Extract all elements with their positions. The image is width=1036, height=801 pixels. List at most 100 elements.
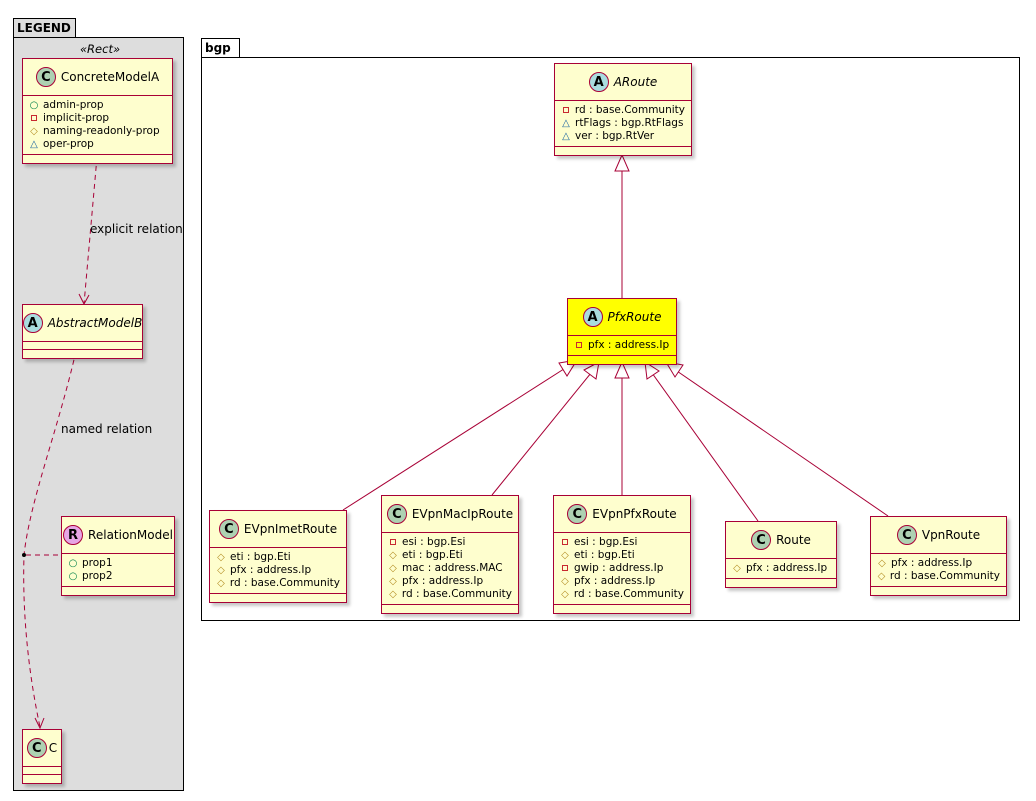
bgp-title: bgp (205, 41, 231, 55)
private-visibility-icon (574, 339, 584, 352)
attribute-text: mac : address.MAC (402, 562, 503, 574)
class-concrete-model-a[interactable]: C ConcreteModelA ○admin-prop implicit-pr… (22, 58, 173, 164)
private-visibility-icon (560, 536, 570, 549)
class-methods (554, 605, 690, 613)
attribute-row: esi : bgp.Esi (560, 536, 684, 549)
attribute-text: eti : bgp.Eti (402, 549, 463, 561)
protected-visibility-icon: ◇ (561, 589, 569, 600)
class-name: EVpnPfxRoute (592, 507, 677, 521)
abstract-a-icon: A (22, 313, 43, 333)
class-methods (871, 587, 1006, 595)
attribute-row: ◇mac : address.MAC (388, 562, 512, 575)
protected-visibility-icon: ◇ (877, 571, 886, 582)
protected-visibility-icon: ◇ (30, 126, 38, 137)
class-header: R RelationModel (62, 517, 174, 554)
class-name: PfxRoute (607, 310, 662, 324)
class-vpnroute[interactable]: C VpnRoute ◇pfx : address.Ip ◇rd : base.… (870, 516, 1007, 596)
private-visibility-icon (29, 112, 39, 125)
attribute-row: △oper-prop (29, 138, 166, 151)
public-visibility-icon: ○ (68, 571, 78, 582)
class-header: C EVpnMacIpRoute (382, 496, 518, 533)
attribute-text: ver : bgp.RtVer (575, 130, 655, 142)
class-methods (568, 356, 676, 364)
attribute-row: ◇pfx : address.Ip (216, 564, 340, 577)
class-relation-model[interactable]: R RelationModel ○prop1 ○prop2 (61, 516, 175, 596)
attribute-row: ◇pfx : address.Ip (877, 557, 1000, 570)
class-name: RelationModel (88, 528, 173, 542)
attribute-row: △ver : bgp.RtVer (561, 130, 685, 143)
abstract-a-icon: A (588, 72, 609, 92)
attribute-row: △rtFlags : bgp.RtFlags (561, 117, 685, 130)
attribute-row: pfx : address.Ip (574, 339, 670, 352)
evpnpfx-extends-pfxroute-arrowhead (614, 360, 630, 379)
attribute-row: ◇ rd : base.Community (560, 588, 684, 601)
class-header: A PfxRoute (568, 299, 676, 336)
class-name: C (48, 741, 58, 755)
attribute-row: ◇eti : bgp.Eti (388, 549, 512, 562)
class-attributes (23, 342, 142, 350)
class-evpnimetroute[interactable]: C EVpnImetRoute ◇eti : bgp.Eti ◇pfx : ad… (209, 510, 347, 603)
relation-r-icon: R (63, 525, 84, 545)
attribute-row: esi : bgp.Esi (388, 536, 512, 549)
class-name: Route (776, 533, 811, 547)
explicit-relation-line (83, 156, 98, 305)
attribute-text: pfx : address.Ip (891, 557, 973, 569)
class-attributes: ○prop1 ○prop2 (62, 554, 174, 587)
class-methods (23, 350, 142, 358)
class-methods (62, 587, 174, 595)
class-aroute[interactable]: A ARoute rd : base.Community △rtFlags : … (554, 63, 692, 156)
attribute-row: ◇rd : base.Community (877, 570, 1000, 583)
class-attributes: rd : base.Community △rtFlags : bgp.RtFla… (555, 101, 691, 147)
class-attributes: pfx : address.Ip (568, 336, 676, 356)
private-visibility-icon (560, 562, 570, 575)
class-c-icon: C (218, 519, 239, 539)
evpnmacip-extends-pfxroute-line (491, 372, 592, 496)
class-attributes: esi : bgp.Esi ◇eti : bgp.Eti gwip : addr… (554, 533, 690, 605)
protected-visibility-icon: ◇ (217, 578, 225, 589)
evpnmacip-extends-pfxroute-arrowhead (583, 361, 600, 380)
attribute-text: pfx : address.Ip (574, 575, 656, 587)
class-methods (23, 155, 172, 163)
private-visibility-icon (561, 104, 571, 117)
attribute-row: ◇pfx : address.Ip (560, 575, 684, 588)
class-c-icon: C (896, 525, 917, 545)
class-header: A ARoute (555, 64, 691, 101)
class-name: EVpnImetRoute (243, 522, 338, 536)
class-methods (210, 594, 346, 602)
attribute-text: rd : base.Community (229, 577, 340, 589)
class-c[interactable]: C C (22, 729, 62, 784)
attribute-text: esi : bgp.Esi (574, 536, 638, 548)
class-abstract-model-b[interactable]: A AbstractModelB (22, 304, 143, 359)
attribute-row: ◇ rd : base.Community (216, 577, 340, 590)
class-methods (726, 579, 836, 587)
attribute-row: rd : base.Community (561, 104, 685, 117)
attribute-text: rd : base.Community (573, 588, 684, 600)
abstract-a-icon: A (582, 307, 603, 327)
class-pfxroute[interactable]: A PfxRoute pfx : address.Ip (567, 298, 677, 365)
attribute-text: implicit-prop (43, 112, 110, 124)
vpnroute-extends-pfxroute-line (673, 368, 889, 517)
class-name: AbstractModelB (47, 316, 143, 330)
class-name: ConcreteModelA (60, 70, 160, 84)
class-header: C C (23, 730, 61, 767)
attribute-row: ◇naming-readonly-prop (29, 125, 166, 138)
protected-visibility-icon: ◇ (389, 576, 397, 587)
class-evpnpfxroute[interactable]: C EVpnPfxRoute esi : bgp.Esi ◇eti : bgp.… (553, 495, 691, 614)
legend-title: LEGEND (17, 21, 71, 35)
class-c-icon: C (567, 504, 588, 524)
class-evpnmaciproute[interactable]: C EVpnMacIpRoute esi : bgp.Esi ◇eti : bg… (381, 495, 519, 614)
protected-visibility-icon: ◇ (561, 550, 569, 561)
attribute-row: gwip : address.Ip (560, 562, 684, 575)
attribute-row: ◇pfx : address.Ip (732, 562, 830, 575)
bgp-package-tab: bgp (201, 38, 240, 58)
route-extends-pfxroute-arrowhead (644, 361, 660, 380)
attribute-text: pfx : address.Ip (588, 339, 670, 351)
legend-package-tab: LEGEND (13, 18, 76, 38)
public-visibility-icon: ○ (68, 558, 78, 569)
evpnimet-extends-pfxroute-line (342, 366, 568, 511)
private-visibility-icon (388, 536, 398, 549)
attribute-text: pfx : address.Ip (402, 575, 484, 587)
class-route[interactable]: C Route ◇pfx : address.Ip (725, 521, 837, 588)
class-attributes: ◇pfx : address.Ip ◇rd : base.Community (871, 554, 1006, 587)
attribute-text: pfx : address.Ip (746, 562, 828, 574)
